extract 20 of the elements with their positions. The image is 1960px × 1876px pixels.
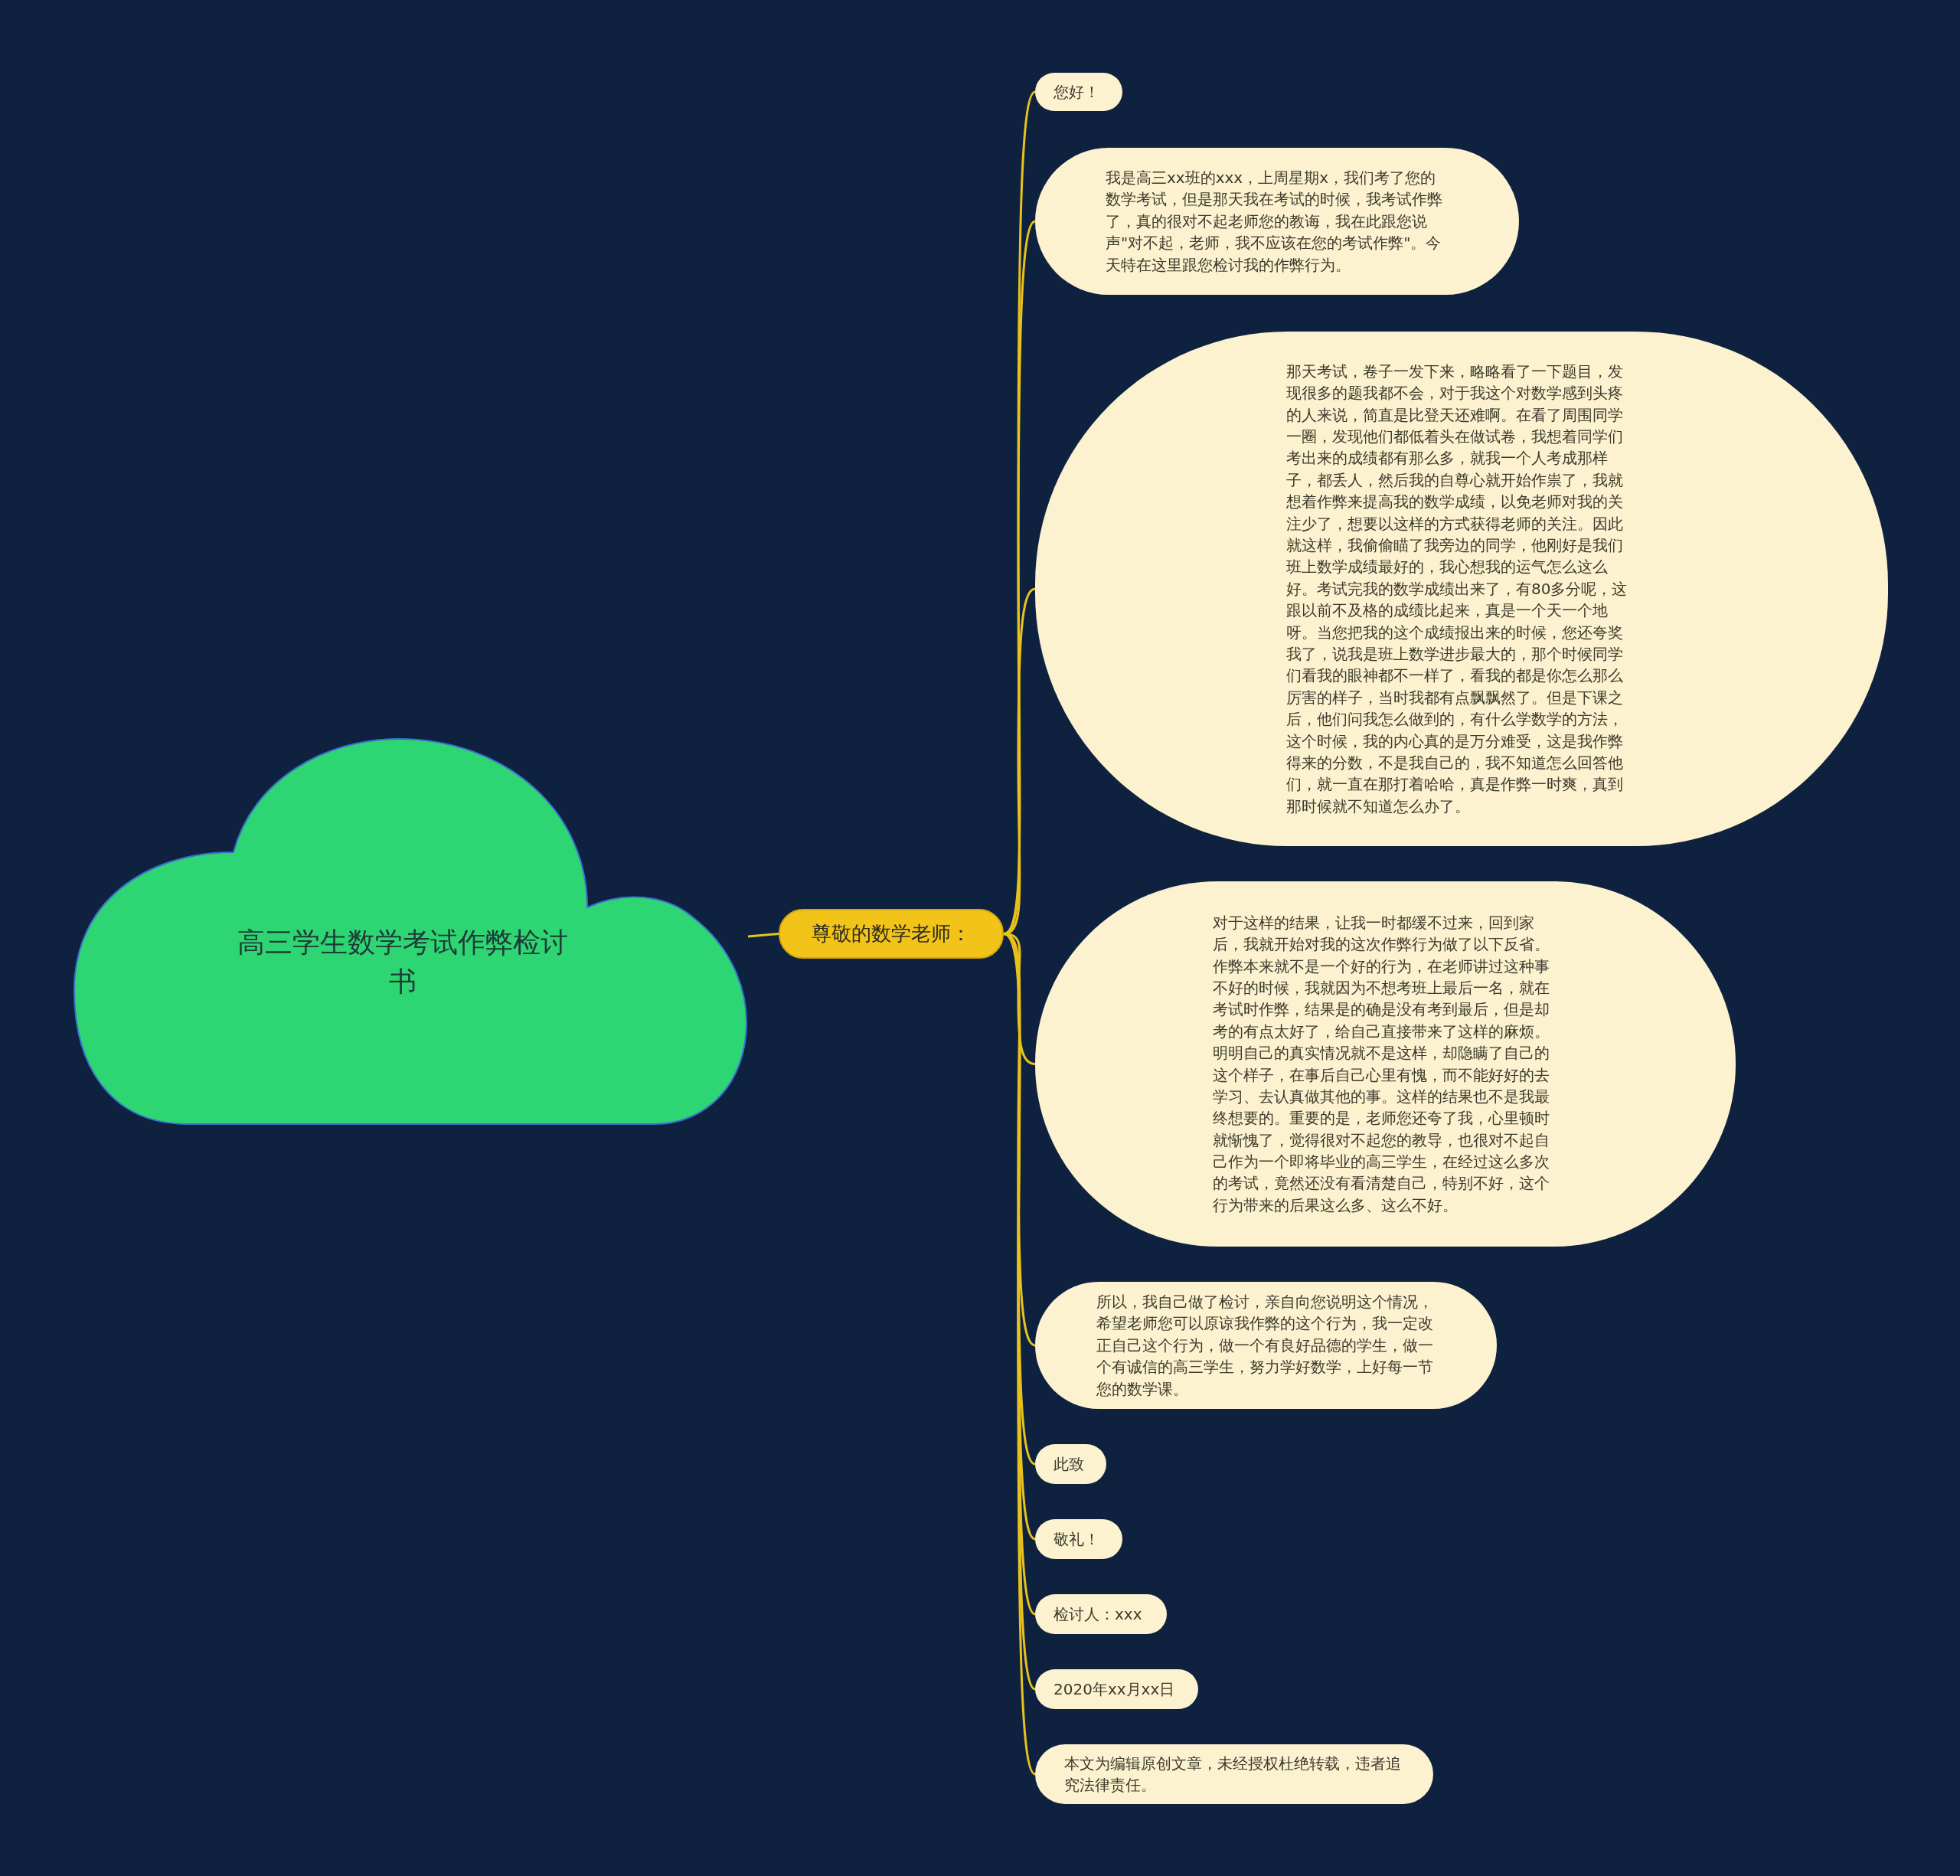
topic-bubble — [1035, 1519, 1122, 1559]
topic-text: 高三学生数学考试作弊检讨书 — [237, 926, 569, 998]
topic-text: 您好！ — [1054, 81, 1099, 103]
main-topic-bubble — [779, 909, 1004, 959]
connector-line — [1003, 221, 1037, 935]
topic-text: 对于这样的结果，让我一时都缓不过来，回到家后，我就开始对我的这次作弊行为做了以下反省。作弊本来就不是一个好的行为，在老师讲过这种事不好的时候，我就因为不想考班上最后一名，就在考试时作弊，结果是的确是没有考到最后，但是却考的有点太好了，给自己直接带来了这样的麻烦。明明自己的真实情况就不是这样，却隐瞒了自己的这个样子，在事后自己心里有愧，而不能好好的去学习、去认真做其他的事。这样的结果也不是我最终想要的。重要的是，老师您还夸了我，心里顿时就惭愧了，觉得很对不起您的教导，也很对不起自己作为一个即将毕业的高三学生，在经过这么多次的考试，竟然还没有看清楚自己，特别不好，这个行为带来的后果这么多、这么不好。 — [1213, 912, 1550, 1216]
topic-text: 我是高三xx班的xxx，上周星期x，我们考了您的数学考试，但是那天我在考试的时候，我考试作弊了，真的很对不起老师您的教诲，我在此跟您说声"对不起，老师，我不应该在您的考试作弊"。今天特在这里跟您检讨我的作弊行为。 — [1106, 168, 1443, 276]
topic-text: 2020年xx月xx日 — [1054, 1678, 1175, 1700]
topic-text: 尊敬的数学老师： — [812, 920, 971, 946]
connector-line — [747, 933, 779, 938]
topic-text: 此致 — [1054, 1453, 1084, 1475]
topic-text: 那天考试，卷子一发下来，略略看了一下题目，发现很多的题我都不会，对于我这个对数学感到头疼的人来说，简直是比登天还难啊。在看了周围同学一圈，发现他们都低着头在做试卷，我想着同学们考出来的成绩都有那么多，就我一个人考成那样子，都丢人，然后我的自尊心就开始作祟了，我就想着作弊来提高我的数学成绩，以免老师对我的关注少了，想要以这样的方式获得老师的关注。因此就这样，我偷偷瞄了我旁边的同学，他刚好是我们班上数学成绩最好的，我心想我的运气怎么这么好。考试完我的数学成绩出来了，有80多分呢，这跟以前不及格的成绩比起来，真是一个天一个地呀。当您把我的这个成绩报出来的时候，您还夸奖我了，说我是班上数学进步最大的，那个时候同学们看我的眼神都不一样了，看我的都是你怎么那么厉害的样子，当时我都有点飘飘然了。但是下课之后，他们问我怎么做到的，有什么学数学的方法，这个时候，我的内心真的是万分难受，这是我作弊得来的分数，不是我自己的，我不知道怎么回答他们，就一直在那打着哈哈，真是作弊一时爽，真到那时候就不知道怎么办了。 — [1286, 361, 1628, 817]
topic-bubble — [1035, 1669, 1198, 1709]
topic-text: 检讨人：xxx — [1054, 1603, 1142, 1625]
topic-bubble — [1035, 1594, 1167, 1634]
topic-text: 本文为编辑原创文章，未经授权杜绝转载，违者追究法律责任。 — [1064, 1753, 1402, 1796]
topic-text: 所以，我自己做了检讨，亲自向您说明这个情况，希望老师您可以原谅我作弊的这个行为，我一定改正自己这个行为，做一个有良好品德的学生，做一个有诚信的高三学生，努力学好数学，上好每一节您的数学课。 — [1096, 1292, 1434, 1400]
topic-bubble — [1035, 73, 1122, 111]
topic-bubble — [1035, 1444, 1106, 1484]
topic-text: 敬礼！ — [1054, 1528, 1099, 1550]
